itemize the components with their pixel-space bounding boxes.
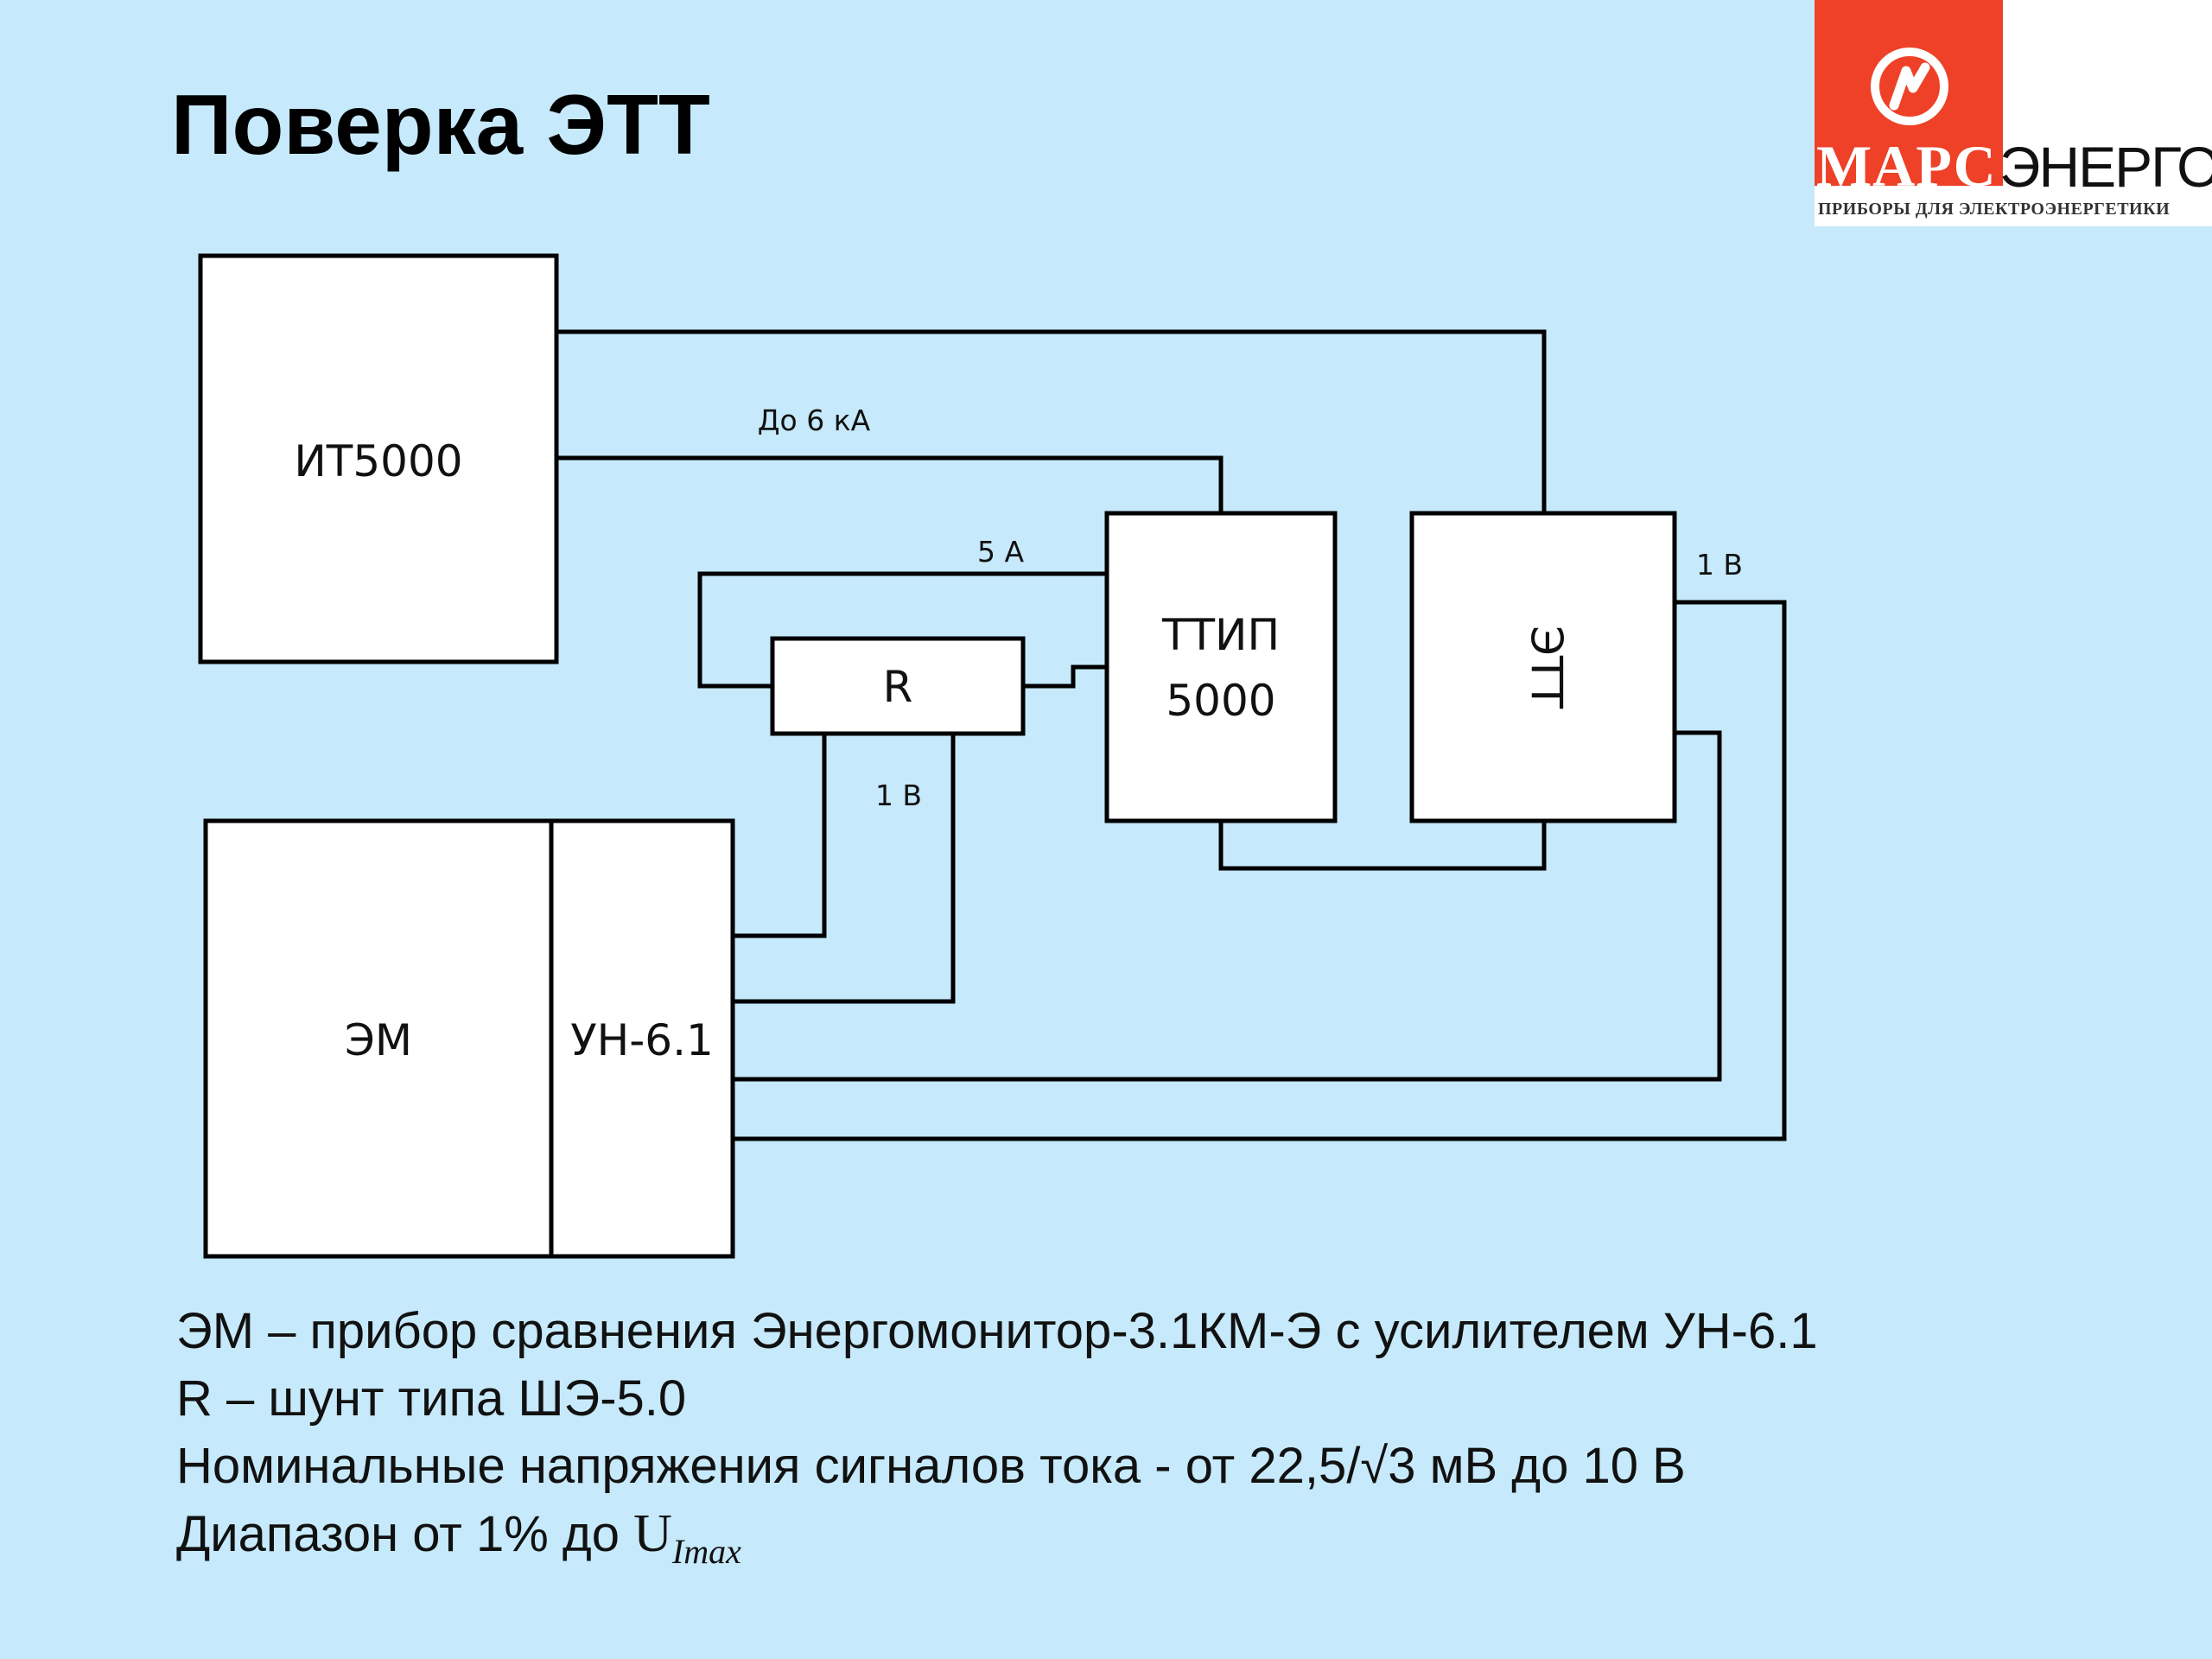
label-un61: УН-6.1 (570, 1015, 714, 1065)
uimax-letter: U (633, 1504, 672, 1563)
wires (556, 329, 1787, 1141)
note-range-prefix: Диапазон от 1% до (176, 1506, 634, 1562)
uimax-subscript: Imax (671, 1532, 741, 1571)
label-r: R (883, 662, 913, 712)
label-ttip-line2: 5000 (1166, 676, 1275, 726)
wire-ett-to-un-a (733, 730, 1722, 1082)
label-ttip-line1: ТТИП (1161, 610, 1280, 660)
wire-r-to-un-a (733, 734, 827, 938)
uimax-symbol: UImax (633, 1504, 741, 1571)
note-r-description: R – шунт типа ШЭ-5.0 (176, 1370, 687, 1427)
logo-white-panel (2003, 0, 2212, 186)
company-logo: МАРС ЭНЕРГО ПРИБОРЫ ДЛЯ ЭЛЕКТРОЭНЕРГЕТИК… (1815, 0, 2212, 226)
block-ttip5000 (1104, 511, 1338, 823)
label-ett: ЭТТ (1522, 626, 1572, 709)
wire-label-1v-ett: 1 В (1696, 548, 1743, 582)
page-title: Поверка ЭТТ (171, 77, 710, 172)
notes-block: ЭМ – прибор сравнения Энергомонитор-3.1К… (176, 1298, 1818, 1586)
note-em-description: ЭМ – прибор сравнения Энергомонитор-3.1К… (176, 1303, 1818, 1359)
logo-bottom-strip (1815, 186, 2212, 226)
wire-ttip-to-r-left (697, 571, 1107, 689)
label-em: ЭМ (345, 1015, 412, 1065)
wire-ttip-to-ett-bottom (1218, 821, 1547, 871)
wire-label-5a: 5 А (977, 535, 1024, 569)
block-em (203, 818, 554, 1259)
block-it5000 (198, 253, 559, 664)
block-un61 (549, 818, 735, 1259)
logo-red-panel (1815, 0, 2003, 186)
logo-brand-mars: МАРС (1816, 133, 1997, 199)
lightning-circle-icon (1871, 48, 1948, 125)
blocks (198, 253, 1677, 1259)
block-r (770, 636, 1026, 736)
logo-brand-energo: ЭНЕРГО (1999, 135, 2212, 199)
label-it5000: ИТ5000 (294, 436, 462, 486)
wire-label-1v-r: 1 В (875, 779, 922, 812)
note-voltage-range: Номинальные напряжения сигналов тока - о… (176, 1438, 1686, 1494)
wire-it5000-to-ett (556, 329, 1547, 513)
block-ett (1409, 511, 1677, 823)
logo-tagline: ПРИБОРЫ ДЛЯ ЭЛЕКТРОЭНЕРГЕТИКИ (1818, 200, 2171, 219)
note-range: Диапазон от 1% до UImax (176, 1500, 1818, 1586)
wire-ett-to-un-b (733, 600, 1787, 1141)
wire-label-up-to-6ka: До 6 кА (758, 404, 871, 437)
wire-r-to-un-b (733, 734, 956, 1004)
wire-it5000-to-ttip (556, 455, 1224, 513)
wire-r-right-to-ttip (1023, 664, 1107, 689)
